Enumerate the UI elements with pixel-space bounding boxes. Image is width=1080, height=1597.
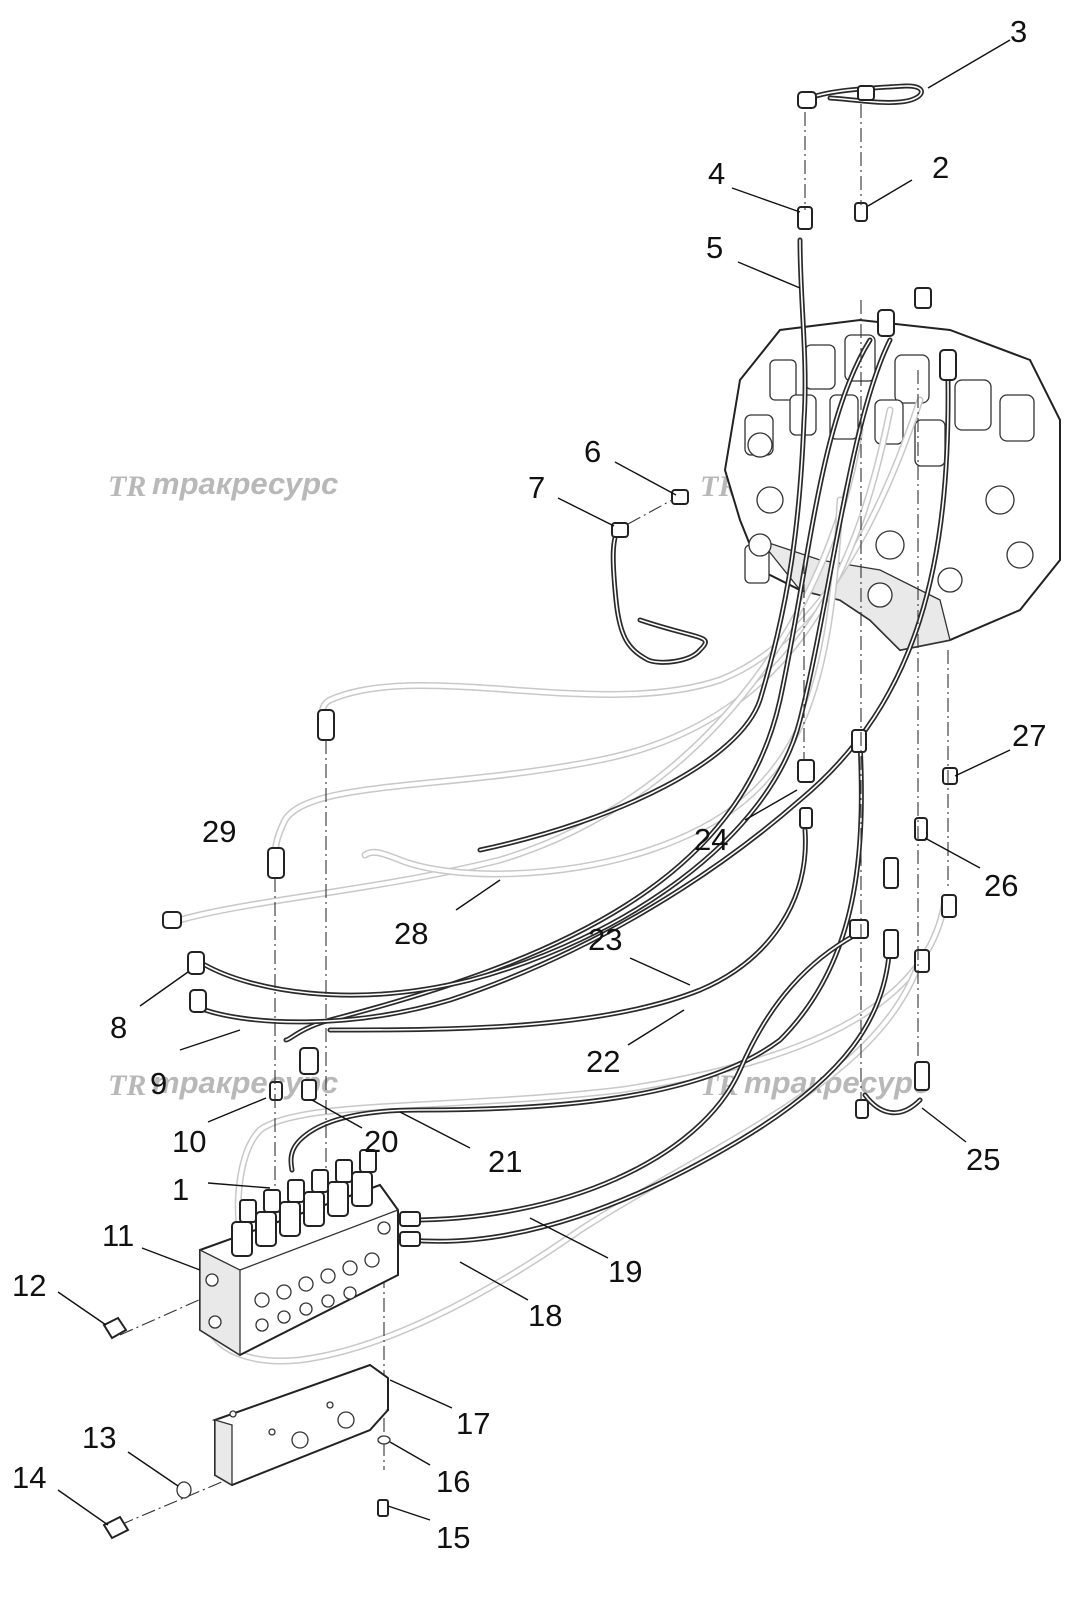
callout-7: 7 <box>528 470 545 505</box>
washer-13 <box>176 1481 192 1499</box>
callout-4: 4 <box>708 156 725 191</box>
watermark-top-left: TR тракресурс <box>108 466 338 503</box>
leader-lines <box>57 39 1011 1526</box>
manifold-ports <box>205 1221 391 1332</box>
callout-27: 27 <box>1012 718 1046 753</box>
callout-5: 5 <box>706 230 723 265</box>
callout-21: 21 <box>488 1144 522 1179</box>
callout-17: 17 <box>456 1406 490 1441</box>
callout-9: 9 <box>150 1066 167 1101</box>
callout-29: 29 <box>202 814 236 849</box>
fitting-7-elbow <box>611 522 629 538</box>
fitting-26 <box>914 817 928 841</box>
callout-16: 16 <box>436 1464 470 1499</box>
valve-ports <box>747 432 1034 608</box>
washer-16 <box>377 1435 391 1445</box>
control-valve-assembly <box>723 318 1061 652</box>
callout-15: 15 <box>436 1520 470 1555</box>
callout-19: 19 <box>608 1254 642 1289</box>
callout-13: 13 <box>82 1420 116 1455</box>
alignment-axes <box>119 104 949 1526</box>
fitting-10 <box>269 1081 283 1101</box>
watermark-logo: TR <box>108 470 146 503</box>
fitting-4 <box>797 206 813 230</box>
callout-10: 10 <box>172 1124 206 1159</box>
callout-3: 3 <box>1010 14 1027 49</box>
bolt-15 <box>377 1499 389 1517</box>
bolt-14 <box>102 1515 130 1540</box>
hose-3 <box>797 83 924 109</box>
callout-28: 28 <box>394 916 428 951</box>
watermark-text: тракресурс <box>152 466 338 501</box>
callout-6: 6 <box>584 434 601 469</box>
callout-26: 26 <box>984 868 1018 903</box>
callout-8: 8 <box>110 1010 127 1045</box>
fitting-6 <box>671 489 689 505</box>
fitting-27 <box>942 767 958 785</box>
mounting-bracket <box>211 1363 389 1487</box>
callout-11: 11 <box>102 1218 134 1253</box>
callout-1: 1 <box>172 1172 189 1207</box>
callout-14: 14 <box>12 1460 46 1495</box>
callout-12: 12 <box>12 1268 46 1303</box>
callout-23: 23 <box>588 922 622 957</box>
callout-18: 18 <box>528 1298 562 1333</box>
fitting-24 <box>797 759 815 783</box>
plug-12 <box>102 1316 128 1340</box>
callout-2: 2 <box>932 150 949 185</box>
fitting-2 <box>854 202 868 222</box>
callout-22: 22 <box>586 1044 620 1079</box>
manifold-valve-stack <box>231 1149 377 1257</box>
callout-labels: 3 2 4 5 6 7 27 26 24 29 28 23 22 8 9 10 … <box>12 14 1046 1555</box>
manifold-block <box>199 1149 421 1357</box>
callout-20: 20 <box>364 1124 398 1159</box>
callout-24: 24 <box>694 822 728 857</box>
loose-parts <box>102 1316 391 1540</box>
callout-25: 25 <box>966 1142 1000 1177</box>
watermark-logo: TR <box>108 1069 146 1102</box>
dark-hoses <box>202 237 951 1244</box>
